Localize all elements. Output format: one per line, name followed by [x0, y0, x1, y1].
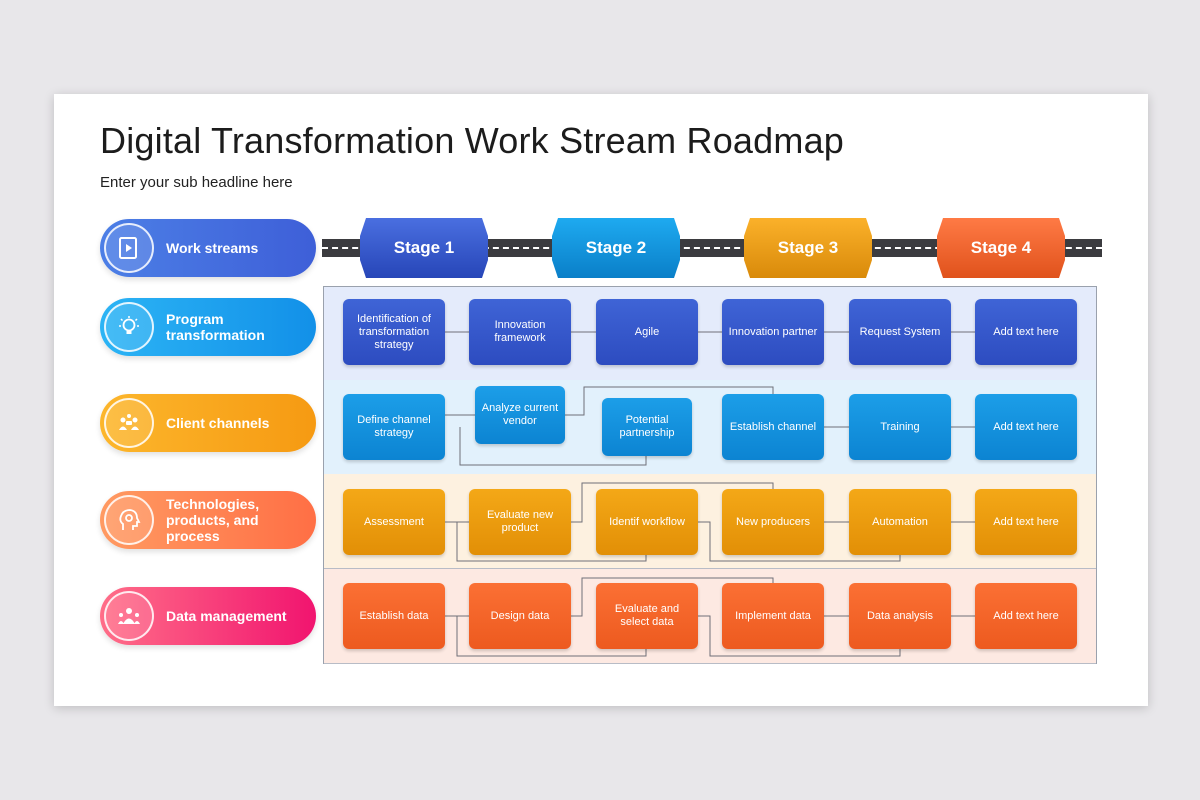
page-title: Digital Transformation Work Stream Roadm… — [100, 120, 845, 161]
row-label-work-streams[interactable]: Work streams — [100, 219, 316, 277]
step-box[interactable]: Add text here — [975, 299, 1077, 365]
stage-label: Stage 2 — [585, 238, 647, 257]
stage-3-marker: Stage 3 — [744, 218, 872, 278]
step-box[interactable]: Training — [849, 394, 951, 460]
step-box[interactable]: Assessment — [343, 489, 445, 555]
lightbulb-icon — [104, 302, 154, 352]
team-icon — [104, 591, 154, 641]
people-icon — [104, 398, 154, 448]
step-box[interactable]: Potential partnership — [602, 398, 692, 456]
step-box[interactable]: Request System — [849, 299, 951, 365]
step-box[interactable]: Identification of transformation strateg… — [343, 299, 445, 365]
step-box[interactable]: Define channel strategy — [343, 394, 445, 460]
row-label-program-transformation[interactable]: Program transformation — [100, 298, 316, 356]
stage-4-marker: Stage 4 — [937, 218, 1065, 278]
step-box[interactable]: Agile — [596, 299, 698, 365]
step-box[interactable]: Evaluate new product — [469, 489, 571, 555]
step-box[interactable]: Design data — [469, 583, 571, 649]
step-box[interactable]: Identif workflow — [596, 489, 698, 555]
stage-label: Stage 1 — [393, 238, 455, 257]
row-label-text: Client channels — [166, 415, 270, 431]
lane-program — [324, 286, 1097, 381]
head-gear-icon — [104, 495, 154, 545]
step-box[interactable]: Analyze current vendor — [475, 386, 565, 444]
step-box[interactable]: Innovation partner — [722, 299, 824, 365]
step-box[interactable]: Add text here — [975, 394, 1077, 460]
step-box[interactable]: Establish channel — [722, 394, 824, 460]
stage-label: Stage 3 — [777, 238, 839, 257]
play-icon — [104, 223, 154, 273]
row-label-text: Work streams — [166, 240, 259, 256]
row-label-text: Data management — [166, 608, 287, 624]
step-box[interactable]: Add text here — [975, 489, 1077, 555]
step-box[interactable]: Establish data — [343, 583, 445, 649]
stage-2-marker: Stage 2 — [552, 218, 680, 278]
row-label-technologies[interactable]: Technologies, products, and process — [100, 491, 316, 549]
step-box[interactable]: New producers — [722, 489, 824, 555]
step-box[interactable]: Evaluate and select data — [596, 583, 698, 649]
stage-1-marker: Stage 1 — [360, 218, 488, 278]
step-box[interactable]: Innovation framework — [469, 299, 571, 365]
row-label-data-management[interactable]: Data management — [100, 587, 316, 645]
step-box[interactable]: Implement data — [722, 583, 824, 649]
roadmap-road — [322, 239, 1102, 257]
row-label-text: Program transformation — [166, 311, 265, 343]
row-label-text: Technologies, products, and process — [166, 496, 260, 544]
step-box[interactable]: Automation — [849, 489, 951, 555]
page-subtitle: Enter your sub headline here — [100, 174, 293, 191]
step-box[interactable]: Add text here — [975, 583, 1077, 649]
step-box[interactable]: Data analysis — [849, 583, 951, 649]
row-label-client-channels[interactable]: Client channels — [100, 394, 316, 452]
stage-label: Stage 4 — [970, 238, 1032, 257]
